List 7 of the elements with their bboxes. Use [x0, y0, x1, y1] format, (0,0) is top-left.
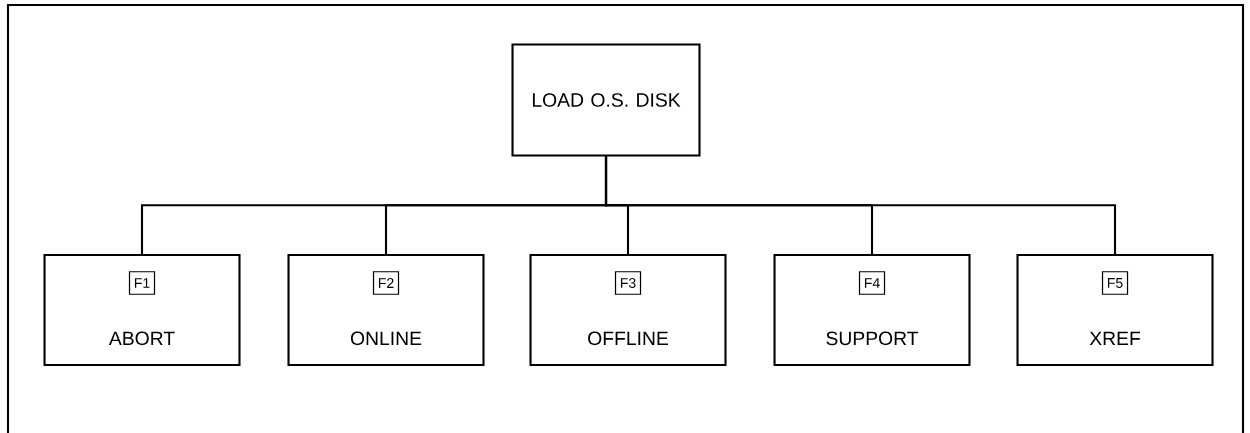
- key-box: F5: [1101, 271, 1129, 295]
- key-box: F1: [128, 271, 156, 295]
- process-box: LOAD O.S. DISK: [511, 43, 701, 157]
- key-box: F2: [372, 271, 400, 295]
- connector: [604, 156, 1117, 254]
- key-box: F4: [858, 271, 886, 295]
- key-box: F3: [614, 271, 642, 295]
